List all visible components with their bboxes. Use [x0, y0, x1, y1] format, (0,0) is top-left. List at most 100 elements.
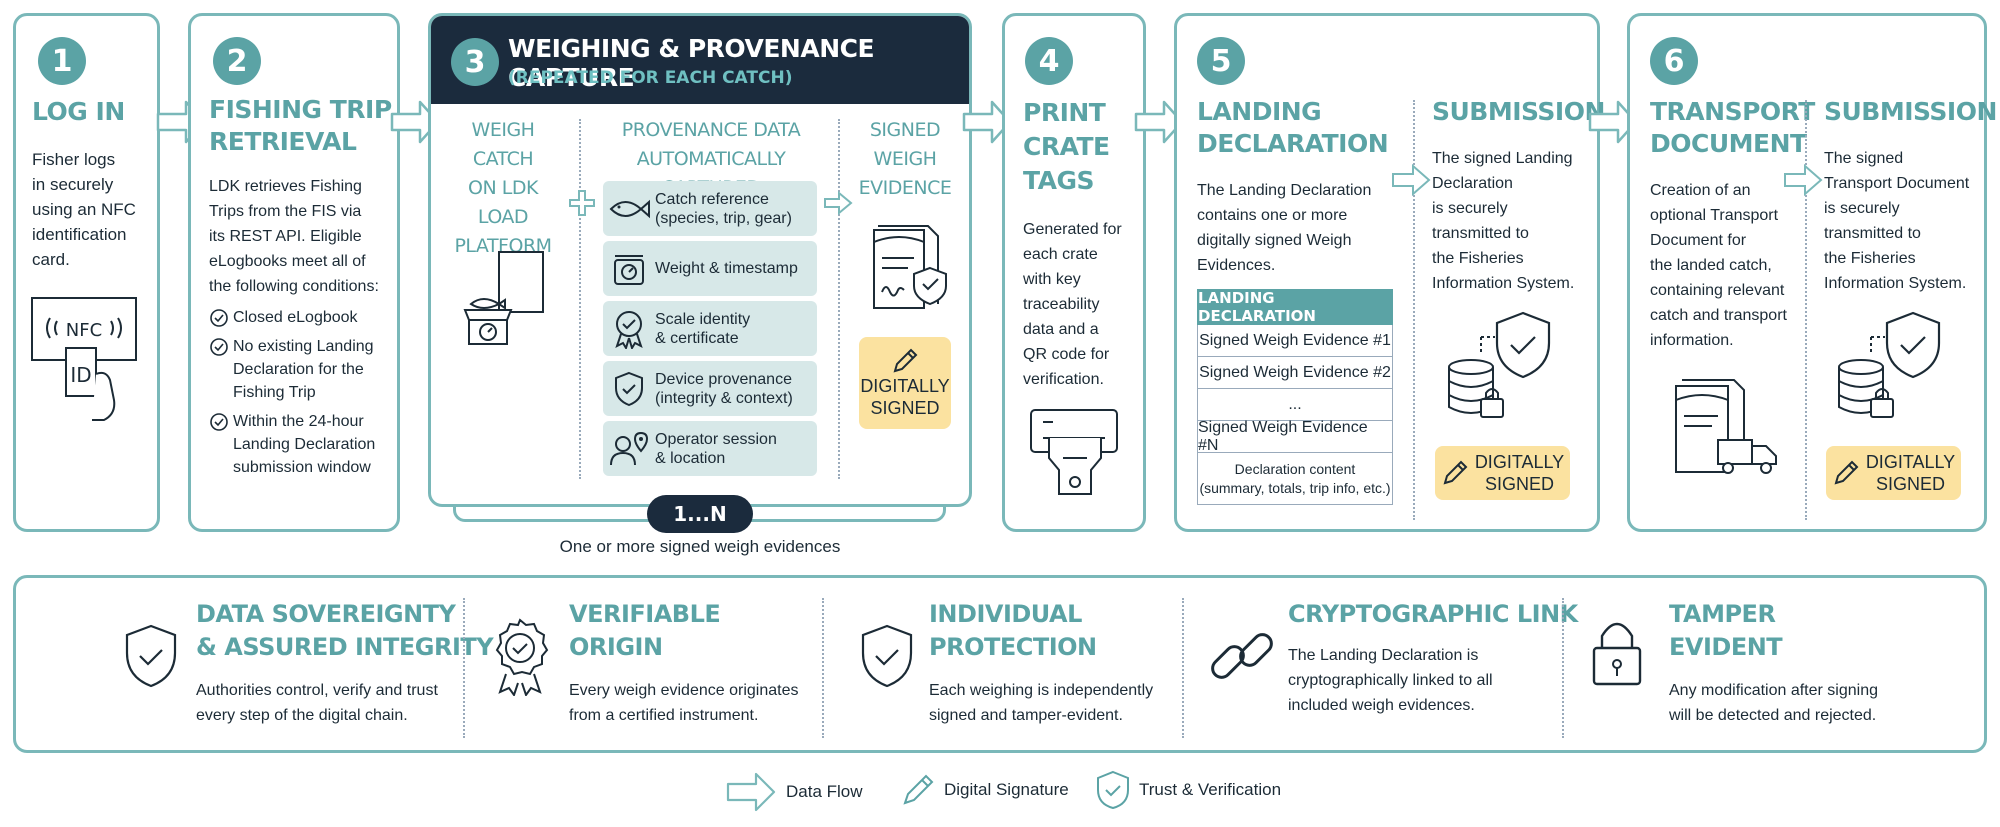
multiplicity-caption: One or more signed weigh evidences: [559, 537, 841, 556]
step-3-subtitle: (REPEATED FOR EACH CATCH): [508, 68, 793, 88]
benefit-body: Each weighing is independently signed an…: [929, 682, 1154, 724]
padlock-icon: [1592, 622, 1642, 686]
step-1-title: LOG IN: [32, 97, 125, 126]
step-6-card: 6 TRANSPORT DOCUMENT Creation of an opti…: [1627, 13, 1997, 532]
step-1-card: 1 LOG IN Fisher logs in securely using a…: [13, 13, 160, 532]
benefit-title: CRYPTOGRAPHIC LINK: [1288, 600, 1578, 628]
weigh-title: WEIGH CATCH ON LDK LOAD PLATFORM: [454, 119, 552, 257]
step-6-submission-title: SUBMISSION: [1824, 97, 1997, 126]
provenance-item-weight: Weight & timestamp: [603, 241, 817, 296]
table-row: ...: [1197, 389, 1393, 421]
shield-check-icon: [861, 624, 913, 688]
inner-arrow-icon: [1784, 164, 1823, 196]
step-5-submission-body: The signed Landing Declaration is secure…: [1432, 150, 1575, 292]
certificate-badge-icon: [495, 618, 549, 696]
condition-list: Closed eLogbook No existing Landing Decl…: [209, 306, 399, 479]
shield-icon: [1097, 770, 1129, 810]
benefit-body: Authorities control, verify and trust ev…: [196, 682, 438, 724]
step-2-body: LDK retrieves Fishing Trips from the FIS…: [209, 178, 379, 295]
provenance-item-operator: Operator session & location: [603, 421, 817, 476]
provenance-item-catch-reference: Catch reference (species, trip, gear): [603, 181, 817, 236]
nfc-label: NFC: [66, 320, 102, 341]
legend-trust-verification: Trust & Verification: [1095, 770, 1281, 810]
legend-digital-signature: Digital Signature: [900, 772, 1069, 808]
certificate-badge-icon: [615, 310, 643, 349]
step-3-signed-badge: DIGITALLY SIGNED: [859, 337, 951, 429]
step-3-title: WEIGHING & PROVENANCE CAPTURE: [508, 34, 875, 92]
landing-declaration-table: LANDING DECLARATION Signed Weigh Evidenc…: [1197, 289, 1393, 505]
scale-platform-icon: [463, 251, 544, 345]
pen-icon: [893, 348, 918, 373]
table-row: Signed Weigh Evidence #1: [1197, 325, 1393, 357]
table-row: Signed Weigh Evidence #N: [1197, 419, 1393, 454]
pen-icon: [903, 774, 934, 805]
step-4-card: 4 PRINT CRATE TAGS Generated for each cr…: [1002, 13, 1146, 532]
step-6-number: 6: [1650, 37, 1698, 85]
step-2-card: 2 FISHING TRIP RETRIEVAL LDK retrieves F…: [188, 13, 400, 532]
step-3-number: 3: [451, 38, 499, 86]
step-5-signed-badge: DIGITALLY SIGNED: [1435, 446, 1570, 500]
check-circle-icon: [210, 309, 228, 327]
step-6-signed-badge: DIGITALLY SIGNED: [1826, 446, 1961, 500]
inner-arrow-icon: [1392, 164, 1431, 196]
step-5-title: LANDING DECLARATION: [1197, 97, 1389, 158]
nfc-card-icon: NFC ID: [31, 297, 137, 421]
step-1-number: 1: [38, 37, 86, 85]
provenance-item-scale-identity: Scale identity & certificate: [603, 301, 817, 356]
table-footer: Declaration content (summary, totals, tr…: [1197, 453, 1393, 505]
table-header: LANDING DECLARATION: [1197, 289, 1393, 325]
condition-item: No existing Landing Declaration for the …: [209, 335, 399, 404]
benefits-panel: DATA SOVEREIGNTY & ASSURED INTEGRITY Aut…: [13, 575, 1987, 753]
signed-document-icon: [873, 225, 947, 309]
step-5-submission-title: SUBMISSION: [1432, 97, 1605, 126]
inner-arrow-icon: [824, 191, 853, 215]
table-row: Signed Weigh Evidence #2: [1197, 357, 1393, 389]
step-1-body: Fisher logs in securely using an NFC ide…: [32, 150, 136, 269]
step-6-submission-body: The signed Transport Document is securel…: [1824, 150, 1970, 292]
step-4-title: PRINT CRATE TAGS: [1023, 98, 1110, 195]
condition-item: Closed eLogbook: [209, 306, 399, 329]
check-circle-icon: [210, 413, 228, 431]
database-shield-icon: [1448, 311, 1551, 418]
step-4-number: 4: [1025, 37, 1073, 85]
provenance-list: Catch reference (species, trip, gear) We…: [603, 181, 817, 481]
benefit-title: TAMPER EVIDENT: [1669, 600, 1783, 661]
benefit-body: Any modification after signing will be d…: [1669, 682, 1878, 724]
shield-check-icon: [615, 371, 643, 406]
condition-item: Within the 24-hour Landing Declaration s…: [209, 410, 399, 479]
step-4-body: Generated for each crate with key tracea…: [1023, 221, 1122, 388]
chain-link-icon: [1211, 633, 1273, 679]
step-5-body: The Landing Declaration contains one or …: [1197, 182, 1372, 274]
step-2-title: FISHING TRIP RETRIEVAL: [209, 95, 392, 156]
operator-location-icon: [610, 431, 649, 465]
transport-document-icon: [1675, 379, 1777, 474]
pen-icon: [1443, 460, 1468, 485]
legend-data-flow: Data Flow: [726, 772, 863, 812]
signed-evidence-title: SIGNED WEIGH EVIDENCE: [858, 119, 952, 199]
plus-icon: [569, 190, 595, 216]
weight-scale-icon: [614, 254, 644, 285]
multiplicity-pill: 1...N: [647, 495, 753, 533]
step-5-number: 5: [1197, 37, 1245, 85]
step-6-title: TRANSPORT DOCUMENT: [1650, 97, 1815, 158]
provenance-item-device: Device provenance (integrity & context): [603, 361, 817, 416]
step-3-header: [431, 16, 969, 104]
benefit-title: INDIVIDUAL PROTECTION: [929, 600, 1097, 661]
flow-arrow-icon: [1134, 100, 1184, 144]
step-6-body: Creation of an optional Transport Docume…: [1650, 182, 1787, 349]
step-3-card: 3 WEIGHING & PROVENANCE CAPTURE (REPEATE…: [428, 13, 972, 507]
benefit-title: VERIFIABLE ORIGIN: [569, 600, 721, 661]
id-label: ID: [70, 363, 91, 387]
flow-arrow-icon: [962, 100, 1012, 144]
benefit-body: Every weigh evidence originates from a c…: [569, 682, 799, 724]
step-5-card: 5 LANDING DECLARATION The Landing Declar…: [1174, 13, 1605, 532]
fish-icon: [609, 199, 650, 218]
step-2-number: 2: [213, 37, 261, 85]
benefit-title: DATA SOVEREIGNTY & ASSURED INTEGRITY: [196, 600, 494, 661]
database-shield-icon: [1838, 311, 1941, 418]
printer-icon: [1030, 409, 1118, 495]
check-circle-icon: [210, 338, 228, 356]
benefit-body: The Landing Declaration is cryptographic…: [1288, 647, 1493, 714]
shield-check-icon: [125, 624, 177, 688]
arrow-icon: [726, 772, 776, 812]
